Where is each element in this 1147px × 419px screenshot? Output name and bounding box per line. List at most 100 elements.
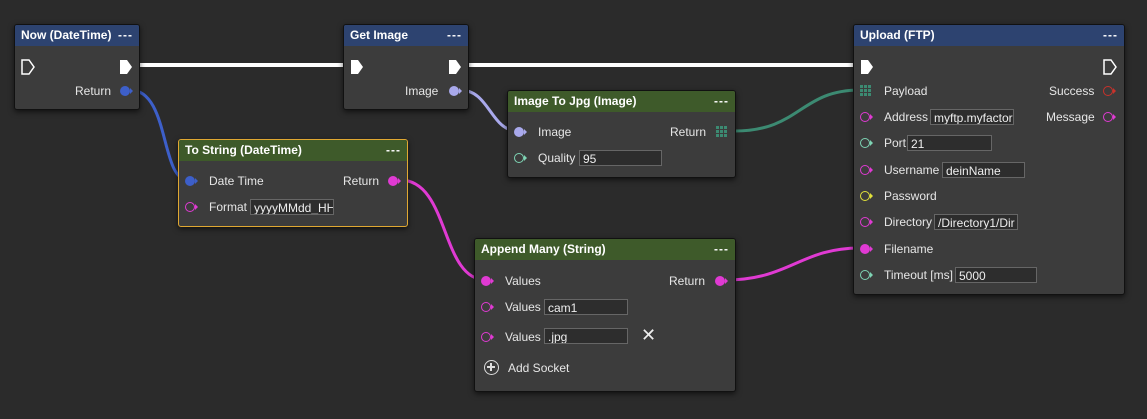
username-socket[interactable]	[860, 165, 870, 175]
values-socket[interactable]	[481, 302, 491, 312]
socket-tip-icon	[398, 178, 401, 184]
node-menu-button[interactable]: ---	[447, 28, 462, 42]
return-socket[interactable]	[120, 86, 130, 96]
socket-tip-icon	[524, 155, 527, 161]
message-socket[interactable]	[1103, 112, 1113, 122]
socket-tip-icon	[1113, 114, 1116, 120]
node-title: Append Many (String)	[481, 242, 606, 256]
port-socket[interactable]	[860, 138, 870, 148]
address-input[interactable]: myftp.myfactor	[930, 109, 1014, 125]
node-title: To String (DateTime)	[185, 143, 302, 157]
socket-tip-icon	[870, 167, 873, 173]
quality-label: Quality	[538, 151, 576, 165]
node-title: Get Image	[350, 28, 409, 42]
socket-tip-icon	[195, 178, 198, 184]
node-menu-button[interactable]: ---	[386, 143, 401, 157]
success-socket[interactable]	[1103, 86, 1113, 96]
return-label: Return	[343, 174, 380, 188]
close-icon[interactable]: ✕	[641, 325, 657, 345]
plus-circle-icon[interactable]	[484, 360, 499, 375]
socket-tip-icon	[491, 278, 494, 284]
grid-icon[interactable]	[860, 85, 871, 96]
wire-string-filename	[724, 246, 861, 282]
wire-string-format	[399, 178, 487, 282]
image-label: Image	[538, 125, 572, 139]
exec-out-icon[interactable]	[1103, 59, 1117, 75]
port-input[interactable]: 21	[907, 135, 992, 151]
payload-label: Payload	[884, 84, 928, 98]
socket-tip-icon	[459, 88, 462, 94]
wire-bytes	[734, 88, 861, 133]
node-header[interactable]: Now (DateTime) ---	[15, 25, 139, 46]
exec-in-icon[interactable]	[21, 59, 35, 75]
message-label: Message	[1046, 110, 1095, 124]
quality-socket[interactable]	[514, 153, 524, 163]
image-socket[interactable]	[449, 86, 459, 96]
image-label: Image	[405, 84, 439, 98]
exec-in-icon[interactable]	[350, 59, 364, 75]
timeout-label: Timeout [ms]	[884, 268, 953, 282]
socket-tip-icon	[491, 334, 494, 340]
node-get-image[interactable]: Get Image --- Image	[343, 24, 469, 110]
directory-input[interactable]: /Directory1/Dir	[934, 214, 1018, 230]
return-label: Return	[669, 274, 706, 288]
node-now-datetime[interactable]: Now (DateTime) --- Return	[14, 24, 140, 110]
exec-out-icon[interactable]	[448, 59, 462, 75]
node-upload-ftp[interactable]: Upload (FTP) --- Payload Success Address…	[853, 24, 1125, 295]
add-socket-button[interactable]: Add Socket	[508, 361, 570, 375]
datetime-socket[interactable]	[185, 176, 195, 186]
values-input[interactable]: .jpg	[544, 328, 628, 344]
return-socket[interactable]	[715, 276, 725, 286]
socket-tip-icon	[130, 88, 133, 94]
timeout-socket[interactable]	[860, 270, 870, 280]
exec-in-icon[interactable]	[860, 59, 874, 75]
password-socket[interactable]	[860, 191, 870, 201]
image-socket[interactable]	[514, 127, 524, 137]
socket-tip-icon	[1113, 88, 1116, 94]
return-socket[interactable]	[388, 176, 398, 186]
username-input[interactable]: deinName	[942, 162, 1025, 178]
grid-icon[interactable]	[716, 126, 727, 137]
format-socket[interactable]	[185, 202, 195, 212]
values-label: Values	[505, 300, 541, 314]
values-socket[interactable]	[481, 276, 491, 286]
node-menu-button[interactable]: ---	[118, 28, 133, 42]
format-label: Format	[209, 200, 248, 214]
password-label: Password	[884, 189, 937, 203]
node-header[interactable]: Get Image ---	[344, 25, 468, 46]
values-input[interactable]: cam1	[544, 299, 628, 315]
address-socket[interactable]	[860, 112, 870, 122]
node-menu-button[interactable]: ---	[1103, 28, 1118, 42]
values-label: Values	[505, 330, 541, 344]
node-image-to-jpg[interactable]: Image To Jpg (Image) --- Image Return Qu…	[507, 90, 736, 178]
node-title: Upload (FTP)	[860, 28, 935, 42]
socket-tip-icon	[491, 304, 494, 310]
socket-tip-icon	[870, 140, 873, 146]
datetime-label: Date Time	[209, 174, 264, 188]
exec-out-icon[interactable]	[119, 59, 133, 75]
directory-socket[interactable]	[860, 217, 870, 227]
node-menu-button[interactable]: ---	[714, 94, 729, 108]
quality-input[interactable]: 95	[579, 150, 662, 166]
node-title: Image To Jpg (Image)	[514, 94, 637, 108]
node-header[interactable]: To String (DateTime) ---	[179, 140, 407, 161]
node-header[interactable]: Image To Jpg (Image) ---	[508, 91, 735, 112]
socket-tip-icon	[870, 246, 873, 252]
socket-tip-icon	[195, 204, 198, 210]
filename-socket[interactable]	[860, 244, 870, 254]
socket-tip-icon	[870, 193, 873, 199]
values-socket[interactable]	[481, 332, 491, 342]
node-title: Now (DateTime)	[21, 28, 112, 42]
node-header[interactable]: Upload (FTP) ---	[854, 25, 1124, 46]
address-label: Address	[884, 110, 929, 124]
return-label: Return	[670, 125, 707, 139]
node-header[interactable]: Append Many (String) ---	[475, 239, 735, 260]
socket-tip-icon	[524, 129, 527, 135]
format-input[interactable]: yyyyMMdd_HH	[250, 199, 334, 215]
timeout-input[interactable]: 5000	[955, 267, 1037, 283]
node-menu-button[interactable]: ---	[714, 242, 729, 256]
filename-label: Filename	[884, 242, 934, 256]
node-append-many-string[interactable]: Append Many (String) --- Values Return V…	[474, 238, 736, 392]
node-to-string-datetime[interactable]: To String (DateTime) --- Date Time Retur…	[178, 139, 408, 227]
